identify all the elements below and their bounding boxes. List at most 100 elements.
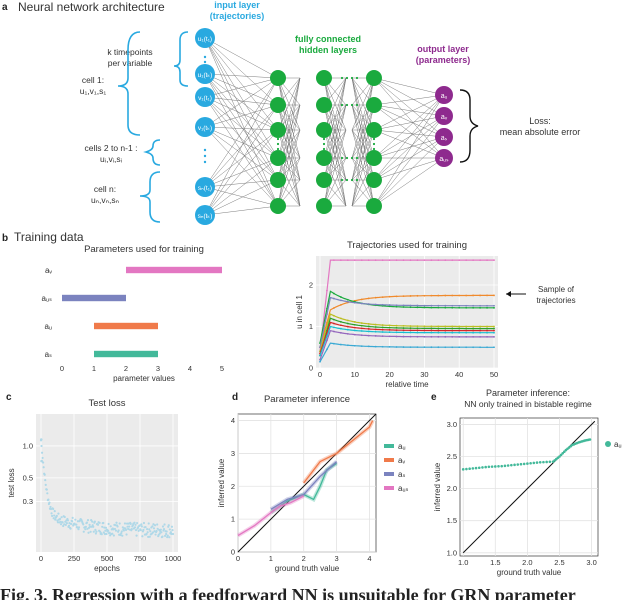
trajectory-point [388,345,391,348]
trajectory-point [402,324,405,327]
output-node-label: aₛ [441,135,448,142]
inference-point [497,465,500,468]
trajectory-point [472,327,475,330]
loss-point [94,528,97,531]
trajectory-point [479,306,481,309]
edge [373,104,445,138]
loss-point [171,528,174,532]
loss-point [169,531,172,534]
trajectory-point [353,333,356,336]
loss-point [141,535,144,538]
trajectory-point [346,259,349,262]
edge [204,96,279,159]
loss-point [58,517,62,521]
hidden-node [316,150,332,166]
x-tick-label: 2 [124,364,128,373]
trajectory-point [458,294,461,297]
trajectory-line [319,321,494,354]
edge [204,77,279,188]
trajectory-point [444,259,447,262]
loss-point [156,523,159,526]
loss-point [129,522,132,526]
loss-point [139,529,142,532]
figure-canvas: u₁(t₁)u₁(tₖ)v₁(t₁)v₁(tₖ)sₙ(t₁)sₙ(tₖ)aᵤaᵥ… [7,0,622,577]
trajectory-point [326,289,328,292]
trajectory-point [353,326,356,329]
trajectory-point [381,296,384,299]
trajectory-point [472,304,475,307]
loss-label: Loss: [529,116,551,126]
cell1-label: u₁,v₁,s₁ [80,86,107,96]
trajectory-point [339,259,342,262]
loss-point [41,456,44,460]
x-tick-label: 1000 [165,554,182,563]
bracket-celln [139,171,161,223]
trajectory-point [437,306,440,309]
loss-point [134,523,137,526]
trajectory-point [381,331,384,333]
trajectory-point [486,335,488,338]
inference-point [474,466,478,470]
trajectory-points [319,326,495,357]
trajectory-point [402,306,405,308]
y-axis-label: inferred value [433,462,442,511]
edge [373,94,445,106]
trajectory-point [486,346,488,349]
inference-point [490,465,494,468]
hidden-node [270,198,286,214]
x-tick-label: 30 [420,370,428,379]
trajectory-point [451,325,454,328]
loss-point [112,534,115,537]
loss-point [57,512,60,515]
y-tick-label: 2 [309,281,313,290]
loss-point [120,532,123,535]
trajectory-point [458,329,461,332]
loss-point [40,451,44,454]
trajectory-point [465,294,468,297]
trajectory-point [353,329,356,332]
trajectory-point [479,294,481,297]
loss-point [107,522,110,526]
loss-point [45,488,48,491]
trajectory-point [472,294,475,297]
trajectory-point [388,295,391,298]
input-node [195,205,215,225]
x-tick-label: 3 [334,554,338,563]
trajectory-point [360,334,363,337]
inference-point [545,460,548,464]
loss-point [116,525,119,528]
trajectory-point [333,259,335,262]
loss-point [123,522,127,525]
y-tick-label: 0 [309,364,313,373]
trajectory-point [402,295,405,298]
trajectory-point [472,325,475,328]
edge [204,77,279,98]
trajectory-point [409,331,412,334]
trajectory-point [437,304,440,307]
loss-point [170,532,173,536]
inference-point [529,461,532,465]
trajectory-point [493,325,495,328]
trajectory-point [346,298,349,301]
edge [373,157,445,207]
legend-label: aᵤ [614,440,622,449]
trajectory-point [423,259,426,262]
edge [204,37,279,79]
trajectory-point [326,339,328,342]
trajectory-point [395,335,398,338]
ellipsis-dot [203,154,207,158]
edge [323,157,347,207]
trajectory-point [465,346,468,349]
edge [373,115,445,181]
loss-point [98,521,101,524]
input-node [195,28,215,48]
loss-point [152,527,156,530]
loss-point [71,516,74,520]
trajectory-point [437,294,440,297]
loss-point [106,529,110,532]
loss-point [168,528,171,531]
ellipsis-dot [345,178,349,182]
trajectory-point [458,335,461,338]
edge [323,104,347,159]
edge [373,94,445,131]
